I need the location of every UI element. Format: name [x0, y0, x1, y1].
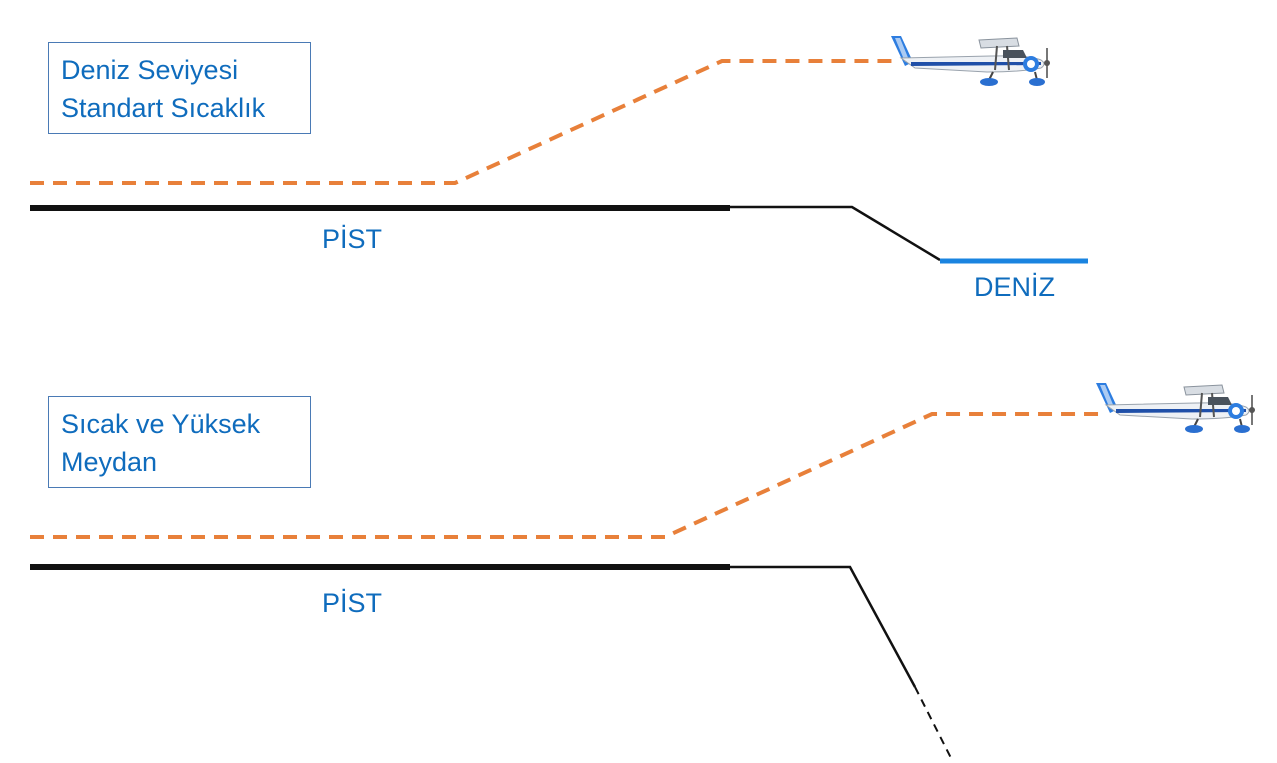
caption-line: Meydan [61, 447, 158, 477]
flight-path-2 [30, 412, 1100, 539]
airplane-icon [1095, 382, 1256, 434]
airplane-icon [890, 35, 1051, 87]
terrain-slope-2-continuation [914, 686, 953, 761]
caption-line: Deniz Seviyesi [61, 55, 239, 85]
runway-label-2: PİST [322, 588, 383, 618]
flight-path-1 [30, 59, 895, 185]
caption-box-1: Deniz Seviyesi Standart Sıcaklık [48, 42, 311, 134]
caption-line: Sıcak ve Yüksek [61, 409, 261, 439]
terrain-slope-2 [730, 565, 917, 688]
caption-box-2: Sıcak ve Yüksek Meydan [48, 396, 311, 488]
sea-label: DENİZ [974, 272, 1055, 302]
caption-line: Standart Sıcaklık [61, 93, 266, 123]
terrain-slope-1 [730, 205, 941, 262]
runway-label-1: PİST [322, 224, 383, 254]
